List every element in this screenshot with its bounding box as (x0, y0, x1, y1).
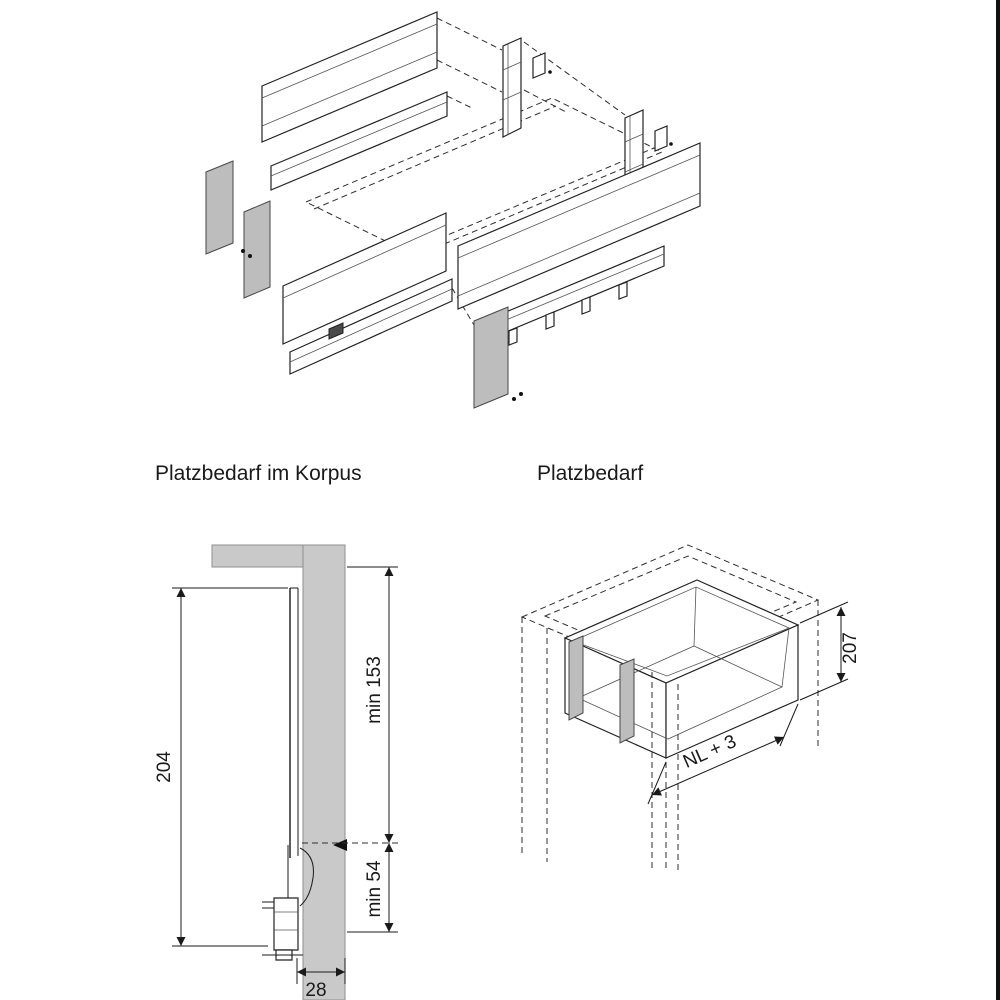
dim-min-54-label: min 54 (364, 860, 385, 917)
side-cover-plate-right (473, 306, 523, 409)
platzbedarf-title: Platzbedarf (537, 462, 643, 485)
platzbedarf-iso-diagram: 207 NL + 3 (520, 544, 861, 874)
drawer-front-rail (289, 278, 453, 375)
side-cover-strip (619, 658, 635, 744)
drawer-box (563, 579, 800, 759)
side-cover-plate-left (205, 160, 271, 299)
drawer-side-rail-rear (261, 11, 438, 143)
dim-min-153-label: min 153 (364, 656, 385, 724)
drawer-front-panel (282, 212, 447, 345)
dimension-28: 28 (296, 958, 346, 1000)
dim-207-label: 207 (840, 632, 861, 664)
dimension-207: 207 (799, 601, 861, 701)
korpus-section-diagram: 204 min 153 min 54 28 (154, 544, 402, 1000)
dimension-min-54: min 54 (347, 843, 398, 933)
dim-204-label: 204 (154, 751, 175, 783)
side-cover-strip (568, 635, 584, 721)
exploded-drawer-assembly (205, 11, 701, 409)
dimension-204: 204 (154, 587, 288, 947)
dimension-min-153: min 153 (302, 566, 402, 844)
coupling-clip (328, 322, 344, 340)
drawer-runner-profile (262, 845, 314, 961)
mounting-arrow-marker (333, 839, 347, 851)
cabinet-runner-rail (481, 245, 665, 346)
cabinet-top-section (211, 544, 304, 568)
page-edge-bar (996, 0, 1000, 1000)
drawer-slide-rail (270, 91, 448, 191)
drawer-side-panel-section (262, 587, 299, 909)
rear-panel-post (502, 37, 552, 138)
dim-28-label: 28 (305, 980, 326, 1000)
drawer-bottom-dashed-outline (304, 97, 664, 257)
drawer-side-panel-right (457, 142, 701, 310)
korpus-title: Platzbedarf im Korpus (155, 462, 362, 485)
cabinet-side-wall-section (302, 544, 346, 1000)
